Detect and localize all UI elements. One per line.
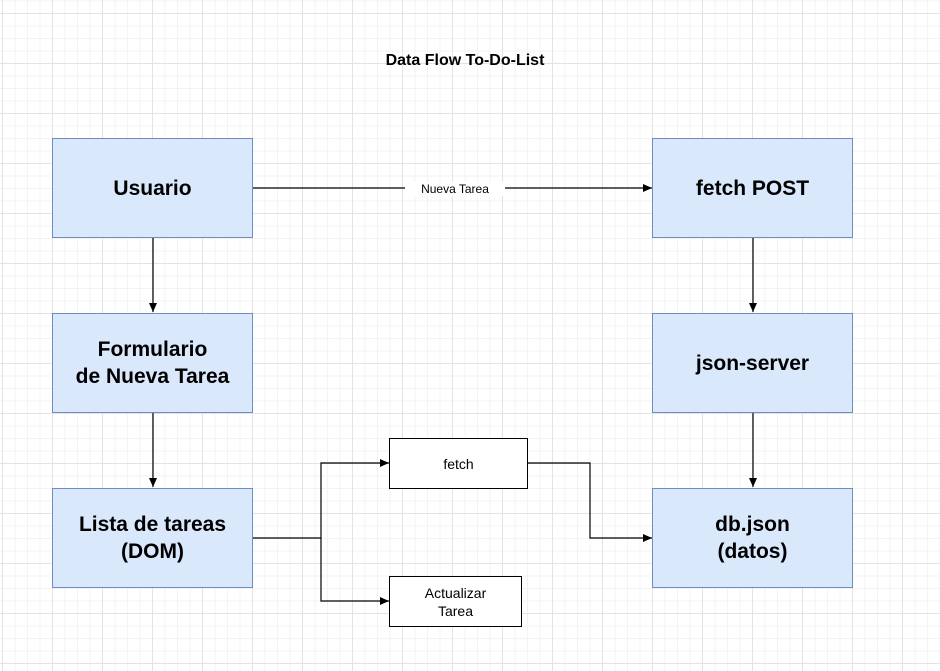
node-fetch-post[interactable]: fetch POST: [652, 138, 853, 238]
node-formulario-label: Formulario de Nueva Tarea: [75, 338, 230, 388]
node-fetch[interactable]: fetch: [389, 438, 528, 489]
node-usuario-label: Usuario: [113, 176, 192, 200]
node-lista-tareas[interactable]: Lista de tareas (DOM): [52, 488, 253, 588]
edge-fetch-db: [528, 462, 652, 542]
node-db-json-label: db.json (datos): [715, 513, 790, 563]
edge-lista-fetch: [253, 459, 389, 539]
node-fetch-post-label: fetch POST: [695, 176, 810, 200]
node-lista-tareas-label: Lista de tareas (DOM): [78, 513, 227, 563]
node-json-server-label: json-server: [695, 351, 810, 375]
node-formulario[interactable]: Formulario de Nueva Tarea: [52, 313, 253, 413]
node-json-server[interactable]: json-server: [652, 313, 853, 413]
node-usuario[interactable]: Usuario: [52, 138, 253, 238]
diagram-title: Data Flow To-Do-List: [385, 52, 545, 69]
node-fetch-label: fetch: [443, 455, 474, 472]
node-actualizar-tarea[interactable]: Actualizar Tarea: [389, 576, 522, 627]
edge-label-nueva-tarea: Nueva Tarea: [405, 182, 505, 196]
node-db-json[interactable]: db.json (datos): [652, 488, 853, 588]
edge-lista-actualizar: [320, 538, 389, 605]
node-actualizar-tarea-label: Actualizar Tarea: [424, 584, 487, 619]
